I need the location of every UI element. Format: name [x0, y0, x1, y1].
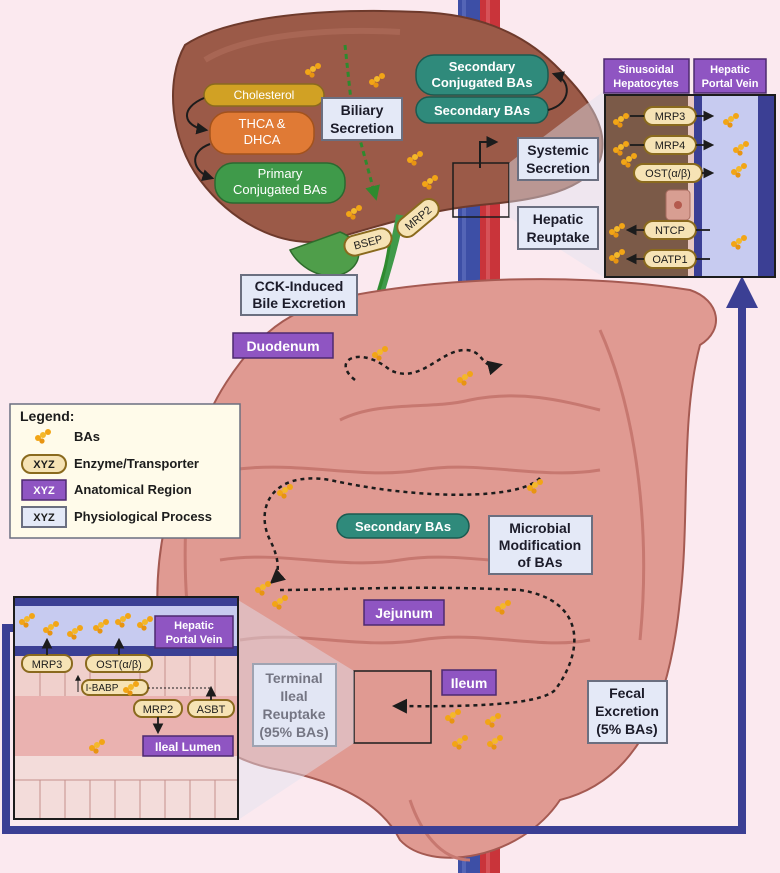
- secondary-bas-top-label: Secondary BAs: [434, 103, 530, 118]
- legend-item-anatomical: Anatomical Region: [74, 482, 192, 497]
- cck-label-1: CCK-Induced: [255, 278, 344, 294]
- reuptake-label-1: Hepatic: [533, 211, 584, 227]
- ibabp-label: I-BABP: [86, 683, 119, 694]
- systemic-label-2: Secretion: [526, 160, 590, 176]
- sinusoidal-label-1: Sinusoidal: [618, 64, 674, 76]
- hepatic-reuptake-box: Hepatic Reuptake: [517, 206, 599, 250]
- legend-item-process: Physiological Process: [74, 509, 212, 524]
- cck-bile-box: CCK-Induced Bile Excretion: [240, 274, 358, 316]
- ibabp-pill: I-BABP: [81, 679, 149, 696]
- terminal-label-3: Reuptake: [262, 706, 325, 722]
- legend-item-enzyme: Enzyme/Transporter: [74, 456, 199, 471]
- thca-label-2: DHCA: [244, 132, 281, 147]
- sinusoidal-label-2: Hepatocytes: [613, 78, 678, 90]
- flow-duodenum: [344, 348, 503, 381]
- mrp3-gut-label: MRP3: [32, 659, 63, 671]
- portal-inset-label-1: Hepatic: [174, 620, 214, 632]
- ntcp-pill: NTCP: [643, 220, 697, 240]
- fecal-label-3: (5% BAs): [596, 721, 657, 737]
- portal-vein-inset-tag: Hepatic Portal Vein: [154, 615, 234, 649]
- thca-dhca-pill: THCA & DHCA: [209, 111, 315, 155]
- oatp1-label: OATP1: [652, 254, 687, 266]
- duodenum-label: Duodenum: [246, 338, 319, 354]
- asbt-label: ASBT: [197, 704, 226, 716]
- legend-swatch-enzyme: XYZ: [33, 459, 55, 471]
- portal-vein-top-tag: Hepatic Portal Vein: [693, 58, 767, 94]
- mrp3-gut-pill: MRP3: [21, 654, 73, 673]
- ost-gut-pill: OST(α/β): [85, 654, 153, 673]
- liver-zoom-frame: [452, 162, 510, 218]
- ileal-lumen-label: Ileal Lumen: [155, 740, 221, 754]
- sinusoidal-hepatocytes-tag: Sinusoidal Hepatocytes: [603, 58, 690, 94]
- secondary-conjugated-pill: Secondary Conjugated BAs: [415, 54, 549, 96]
- cholesterol-pill: Cholesterol: [203, 83, 325, 107]
- mrp4-label: MRP4: [655, 140, 686, 152]
- microbial-box: Microbial Modification of BAs: [488, 515, 593, 575]
- fecal-label-1: Fecal: [609, 685, 645, 701]
- microbial-label-2: Modification: [499, 537, 581, 553]
- secondary-conj-label-1: Secondary: [449, 59, 516, 74]
- primary-label-2: Conjugated BAs: [233, 182, 327, 197]
- legend: Legend: BAs XYZ Enzyme/Transporter XYZ A…: [9, 403, 241, 539]
- inset-gut-arrows: [41, 637, 217, 735]
- fecal-box: Fecal Excretion (5% BAs): [587, 680, 668, 744]
- ost-gut-label: OST(α/β): [96, 659, 142, 671]
- portal-inset-label-2: Portal Vein: [166, 634, 223, 646]
- mrp2-gut-pill: MRP2: [133, 699, 183, 718]
- reuptake-label-2: Reuptake: [526, 229, 589, 245]
- legend-item-bas: BAs: [74, 429, 100, 444]
- microbial-label-1: Microbial: [509, 520, 570, 536]
- ileum-zoom-frame: [353, 670, 432, 744]
- cholesterol-label: Cholesterol: [234, 88, 295, 102]
- secondary-bas-top-pill: Secondary BAs: [415, 96, 549, 124]
- secondary-conj-label-2: Conjugated BAs: [431, 75, 532, 90]
- mrp3-label: MRP3: [655, 111, 686, 123]
- terminal-ileal-box: Terminal Ileal Reuptake (95% BAs): [252, 663, 337, 747]
- ileum-label: Ileum: [451, 675, 488, 691]
- portal-top-label-1: Hepatic: [710, 64, 750, 76]
- mrp2-gut-label: MRP2: [143, 704, 174, 716]
- systemic-label-1: Systemic: [527, 142, 589, 158]
- inset-arrows: [625, 110, 715, 265]
- ntcp-label: NTCP: [655, 225, 685, 237]
- biliary-label-2: Secretion: [330, 120, 394, 136]
- portal-return-path: [2, 300, 746, 834]
- cck-label-2: Bile Excretion: [252, 295, 345, 311]
- microbial-label-3: of BAs: [517, 554, 562, 570]
- terminal-label-2: Ileal: [280, 688, 307, 704]
- fecal-label-2: Excretion: [595, 703, 659, 719]
- biliary-secretion-box: Biliary Secretion: [321, 97, 403, 141]
- asbt-pill: ASBT: [187, 699, 235, 718]
- legend-swatch-anatomical: XYZ: [33, 485, 55, 497]
- mrp4-pill: MRP4: [643, 135, 697, 155]
- ileum-tag: Ileum: [441, 669, 497, 696]
- systemic-secretion-box: Systemic Secretion: [517, 137, 599, 181]
- jejunum-label: Jejunum: [375, 605, 433, 621]
- duodenum-tag: Duodenum: [232, 332, 334, 359]
- bsep-pill: BSEP: [343, 227, 393, 257]
- mrp3-pill: MRP3: [643, 106, 697, 126]
- terminal-label-1: Terminal: [265, 670, 322, 686]
- ileal-lumen-tag: Ileal Lumen: [142, 735, 234, 757]
- primary-conjugated-pill: Primary Conjugated BAs: [214, 162, 346, 204]
- legend-title: Legend:: [20, 408, 74, 424]
- ost-pill: OST(α/β): [633, 163, 703, 183]
- ost-label: OST(α/β): [645, 168, 691, 180]
- terminal-label-4: (95% BAs): [259, 724, 328, 740]
- biliary-label-1: Biliary: [341, 102, 384, 118]
- primary-label-1: Primary: [258, 166, 303, 181]
- thca-label-1: THCA &: [239, 116, 286, 131]
- portal-top-label-2: Portal Vein: [702, 78, 759, 90]
- legend-swatch-process: XYZ: [33, 512, 55, 524]
- oatp1-pill: OATP1: [643, 249, 697, 269]
- flow-jejunum: [263, 477, 541, 584]
- flow-ileum: [279, 586, 576, 714]
- secondary-bas-gut-pill: Secondary BAs: [336, 513, 470, 539]
- jejunum-tag: Jejunum: [363, 599, 445, 626]
- secondary-bas-gut-label: Secondary BAs: [355, 519, 451, 534]
